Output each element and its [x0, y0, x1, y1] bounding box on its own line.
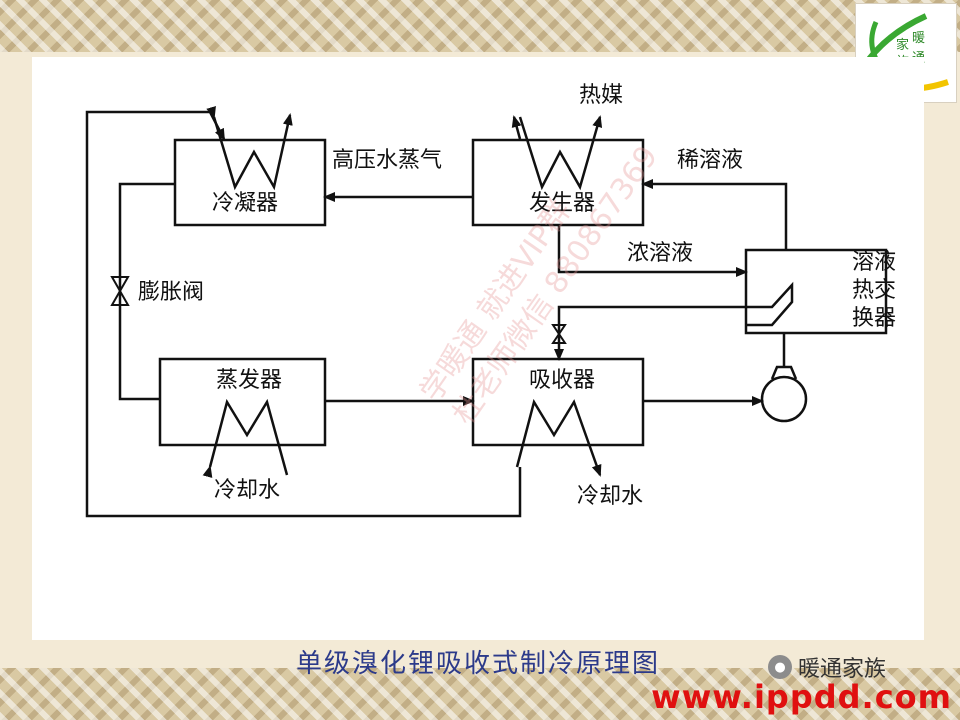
- heat-exchanger-label-2: 热交: [852, 278, 896, 303]
- generator-label: 发生器: [529, 191, 595, 216]
- condenser-coil: [206, 105, 293, 191]
- heat-exchanger-box: [744, 248, 888, 335]
- cooling-water-loop: [85, 110, 522, 518]
- absorption-cycle-diagram: 冷凝器 发生器 蒸发器 吸收器 溶液 热交 换器 膨胀阀 热媒 高压水蒸气 稀溶…: [85, 83, 896, 518]
- expansion-valve-label: 膨胀阀: [138, 280, 204, 305]
- absorber-coil: [515, 398, 602, 477]
- solution-pump: [760, 375, 808, 423]
- heat-exchanger-label-3: 换器: [852, 306, 896, 331]
- condenser-label: 冷凝器: [212, 191, 278, 216]
- diagram-caption: 单级溴化锂吸收式制冷原理图: [295, 649, 660, 679]
- cooling-water-label-evaporator: 冷却水: [214, 478, 280, 503]
- condenser-box: [173, 138, 327, 227]
- cooling-water-label-absorber: 冷却水: [577, 484, 643, 509]
- wechat-brand: ● 暖通家族: [768, 652, 948, 682]
- logo-char: 家: [896, 37, 909, 53]
- absorber-label: 吸收器: [529, 368, 595, 393]
- evaporator-coil: [202, 398, 289, 478]
- dilute-solution-label: 稀溶液: [677, 148, 743, 173]
- wechat-icon: ●: [768, 655, 792, 679]
- heat-exchanger-coil: [746, 281, 794, 327]
- concentrated-solution-line: [557, 225, 748, 277]
- vapor-label: 高压水蒸气: [332, 148, 442, 173]
- evaporator-label: 蒸发器: [216, 368, 282, 393]
- return-solution-line: [554, 305, 746, 361]
- heat-medium-label: 热媒: [579, 83, 623, 108]
- decorative-border-top: [0, 0, 960, 52]
- site-url: www.ippdd.com: [651, 678, 952, 716]
- slide-canvas: 冷凝器 发生器 蒸发器 吸收器 溶液 热交 换器 膨胀阀 热媒 高压水蒸气 稀溶…: [32, 57, 924, 679]
- concentrated-solution-label: 浓溶液: [627, 241, 693, 266]
- wechat-account-name: 暖通家族: [798, 657, 887, 682]
- heat-exchanger-label-1: 溶液: [852, 250, 896, 275]
- decorative-border-bottom: [0, 668, 960, 720]
- logo-char: 暖: [912, 31, 925, 46]
- expansion-valve-symbol: [110, 276, 130, 306]
- dilute-solution-line: [641, 179, 788, 250]
- check-valve-symbol: [551, 324, 567, 344]
- generator-coil: [518, 115, 603, 191]
